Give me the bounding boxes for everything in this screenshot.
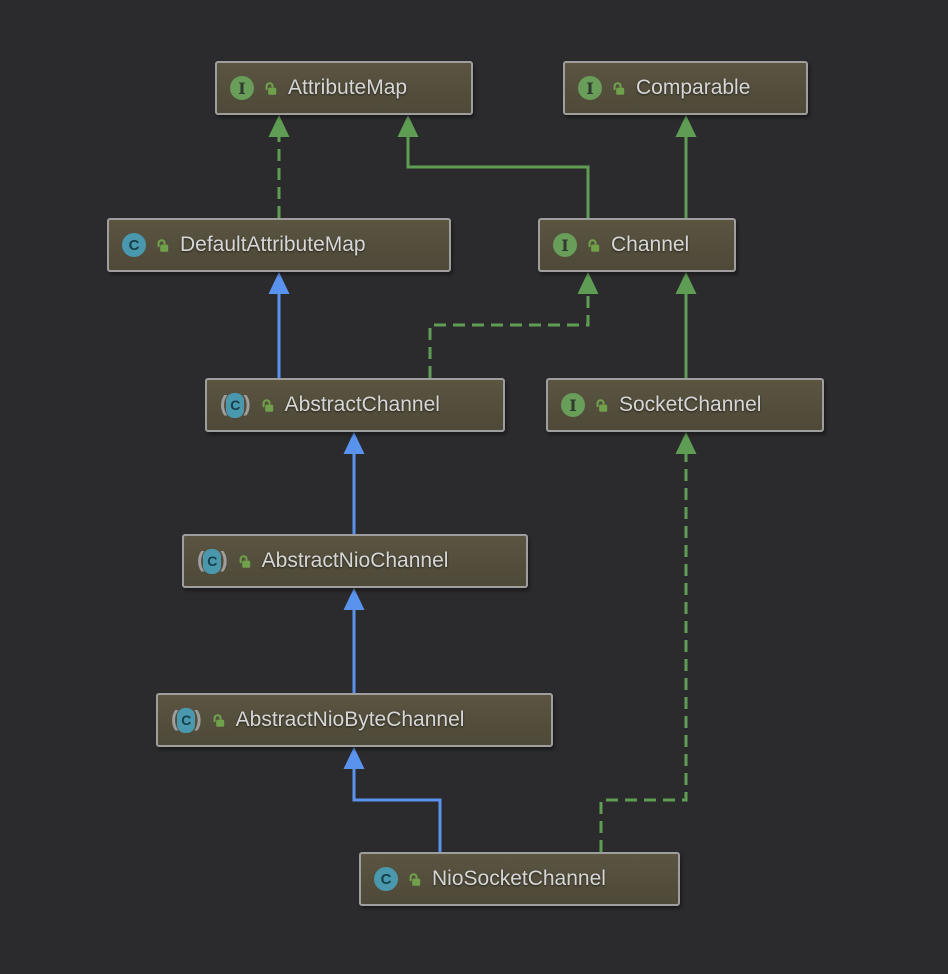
- arrowhead-AbstractNioByteChannel-to-AbstractNioChannel: [343, 588, 365, 610]
- unlocked-padlock-icon: [613, 82, 625, 95]
- edge-AbstractChannel-implements-Channel: [428, 294, 590, 378]
- unlocked-padlock-icon: [262, 399, 273, 412]
- class-name-label: AbstractNioByteChannel: [235, 708, 465, 731]
- abstract-class-letter: C: [203, 548, 222, 574]
- abstract-class-icon: (C): [197, 547, 228, 574]
- interface-icon: I: [578, 76, 602, 100]
- class-icon: C: [374, 867, 398, 891]
- arrowhead-AbstractNioChannel-to-AbstractChannel: [343, 432, 365, 454]
- abstract-paren-open: (: [220, 391, 228, 416]
- class-node-Comparable[interactable]: I C (C) Comparable: [563, 61, 808, 115]
- class-node-AbstractChannel[interactable]: I C (C) AbstractChannel: [205, 378, 505, 432]
- arrowhead-Channel-to-Comparable: [675, 115, 697, 137]
- abstract-class-letter: C: [226, 392, 245, 418]
- unlocked-padlock-icon: [588, 239, 600, 252]
- arrowhead-NioSocketChannel-to-SocketChannel: [675, 432, 697, 454]
- arrowhead-NioSocketChannel-to-AbstractNioByteChannel: [343, 747, 365, 769]
- unlocked-padlock-icon: [239, 555, 250, 568]
- unlocked-padlock-icon: [596, 399, 608, 412]
- interface-icon: I: [561, 393, 585, 417]
- abstract-class-icon: (C): [220, 391, 251, 418]
- class-icon: C: [122, 233, 146, 257]
- edge-NioSocketChannel-implements-SocketChannel: [599, 454, 688, 852]
- abstract-paren-close: ): [194, 706, 202, 731]
- class-name-label: SocketChannel: [619, 393, 762, 416]
- abstract-class-icon: (C): [171, 706, 202, 733]
- abstract-paren-open: (: [171, 706, 179, 731]
- class-name-label: NioSocketChannel: [432, 867, 606, 890]
- class-name-label: DefaultAttributeMap: [180, 233, 366, 256]
- interface-icon: I: [230, 76, 254, 100]
- class-name-label: Channel: [611, 233, 690, 256]
- class-name-label: Comparable: [636, 76, 751, 99]
- abstract-paren-open: (: [197, 547, 205, 572]
- unlocked-padlock-icon: [213, 714, 224, 727]
- arrowhead-AbstractChannel-to-Channel: [577, 272, 599, 294]
- class-name-label: AbstractChannel: [284, 393, 440, 416]
- arrowhead-Channel-to-AttributeMap: [397, 115, 419, 137]
- class-node-Channel[interactable]: I C (C) Channel: [538, 218, 736, 272]
- arrowhead-AbstractChannel-to-DefaultAttributeMap: [268, 272, 290, 294]
- class-node-SocketChannel[interactable]: I C (C) SocketChannel: [546, 378, 824, 432]
- unlocked-padlock-icon: [409, 873, 421, 886]
- unlocked-padlock-icon: [265, 82, 277, 95]
- arrowhead-DefaultAttributeMap-to-AttributeMap: [268, 115, 290, 137]
- abstract-class-letter: C: [177, 707, 196, 733]
- class-node-DefaultAttributeMap[interactable]: I C (C) DefaultAttributeMap: [107, 218, 451, 272]
- class-node-AttributeMap[interactable]: I C (C) AttributeMap: [215, 61, 473, 115]
- class-name-label: AttributeMap: [288, 76, 408, 99]
- edge-NioSocketChannel-extends-AbstractNioByteChannel: [352, 769, 442, 852]
- abstract-paren-close: ): [220, 547, 228, 572]
- class-node-NioSocketChannel[interactable]: I C (C) NioSocketChannel: [359, 852, 680, 906]
- arrowhead-SocketChannel-to-Channel: [675, 272, 697, 294]
- edge-Channel-extends-interface-AttributeMap: [406, 137, 590, 218]
- abstract-paren-close: ): [243, 391, 251, 416]
- class-node-AbstractNioChannel[interactable]: I C (C) AbstractNioChannel: [182, 534, 528, 588]
- interface-icon: I: [553, 233, 577, 257]
- class-name-label: AbstractNioChannel: [261, 549, 449, 572]
- class-node-AbstractNioByteChannel[interactable]: I C (C) AbstractNioByteChannel: [156, 693, 553, 747]
- unlocked-padlock-icon: [157, 239, 169, 252]
